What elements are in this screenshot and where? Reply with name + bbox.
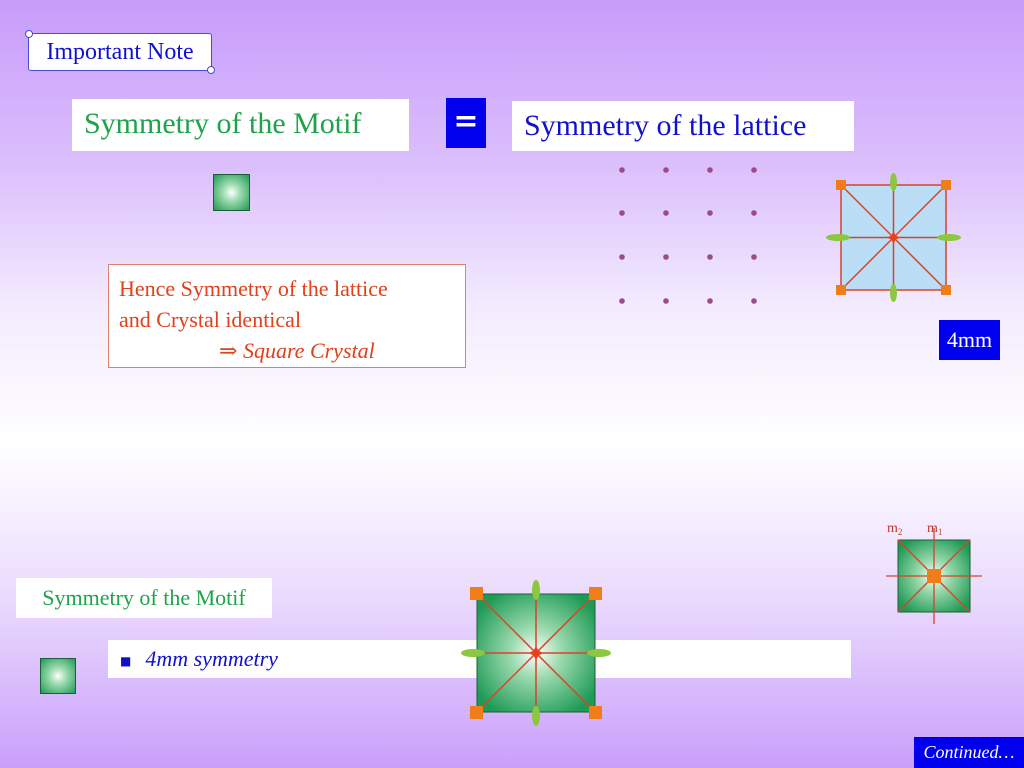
lattice-point-group-badge: 4mm bbox=[939, 320, 1000, 360]
equals-sign: = bbox=[446, 98, 486, 148]
fourfold-axis-icon bbox=[836, 180, 846, 190]
fourfold-axis-icon bbox=[589, 706, 602, 719]
lattice-dot bbox=[663, 298, 669, 304]
lattice-dot bbox=[707, 298, 713, 304]
fourfold-axis-icon bbox=[927, 569, 941, 583]
fourfold-center-icon bbox=[887, 231, 900, 244]
lattice-dot bbox=[751, 298, 757, 304]
motif-square-icon bbox=[40, 658, 76, 694]
fourfold-axis-icon bbox=[470, 587, 483, 600]
motif-section-title: Symmetry of the Motif bbox=[16, 578, 272, 618]
bullet-square-icon: ■ bbox=[120, 653, 132, 668]
twofold-axis-icon bbox=[532, 706, 540, 726]
motif-square-icon bbox=[213, 174, 250, 211]
lattice-dots bbox=[619, 167, 757, 304]
lattice-dot bbox=[619, 254, 625, 260]
motif-bullet-text: 4mm symmetry bbox=[145, 646, 278, 671]
implies-arrow-icon: ⇒ bbox=[219, 338, 238, 363]
lattice-dot bbox=[707, 210, 713, 216]
motif-mirror-diagram: m2 m1 bbox=[886, 521, 982, 624]
twofold-axis-icon bbox=[890, 173, 897, 191]
fourfold-axis-icon bbox=[836, 285, 846, 295]
conclusion-box: Hence Symmetry of the lattice and Crysta… bbox=[108, 264, 466, 368]
lattice-dot bbox=[751, 167, 757, 173]
fourfold-axis-icon bbox=[941, 285, 951, 295]
conclusion-line-1: Hence Symmetry of the lattice bbox=[119, 276, 388, 301]
motif-symmetry-diagram bbox=[461, 580, 611, 726]
mirror-label-m1: m1 bbox=[927, 521, 942, 537]
twofold-axis-icon bbox=[587, 649, 611, 657]
twofold-axis-icon bbox=[937, 234, 961, 241]
lattice-dot bbox=[751, 254, 757, 260]
mirror-label-m2: m2 bbox=[887, 521, 902, 537]
lattice-dot bbox=[619, 167, 625, 173]
lattice-dot bbox=[619, 298, 625, 304]
fourfold-axis-icon bbox=[470, 706, 483, 719]
conclusion-square-crystal: Square Crystal bbox=[242, 338, 375, 363]
lattice-dot bbox=[707, 167, 713, 173]
lattice-symmetry-diagram bbox=[826, 173, 961, 302]
lattice-dot bbox=[751, 210, 757, 216]
lattice-title: Symmetry of the lattice bbox=[512, 101, 854, 151]
lattice-dot bbox=[619, 210, 625, 216]
motif-title: Symmetry of the Motif bbox=[72, 99, 409, 151]
lattice-dot bbox=[663, 210, 669, 216]
lattice-dot bbox=[663, 167, 669, 173]
lattice-dot bbox=[707, 254, 713, 260]
conclusion-line-3: ⇒ Square Crystal bbox=[119, 335, 455, 366]
twofold-axis-icon bbox=[532, 580, 540, 600]
lattice-dot bbox=[663, 254, 669, 260]
twofold-axis-icon bbox=[826, 234, 850, 241]
twofold-axis-icon bbox=[890, 284, 897, 302]
fourfold-axis-icon bbox=[589, 587, 602, 600]
continued-button[interactable]: Continued… bbox=[914, 737, 1024, 768]
twofold-axis-icon bbox=[461, 649, 485, 657]
conclusion-line-2: and Crystal identical bbox=[119, 307, 302, 332]
fourfold-center-icon bbox=[529, 646, 543, 660]
fourfold-axis-icon bbox=[941, 180, 951, 190]
important-note-label: Important Note bbox=[25, 30, 215, 74]
